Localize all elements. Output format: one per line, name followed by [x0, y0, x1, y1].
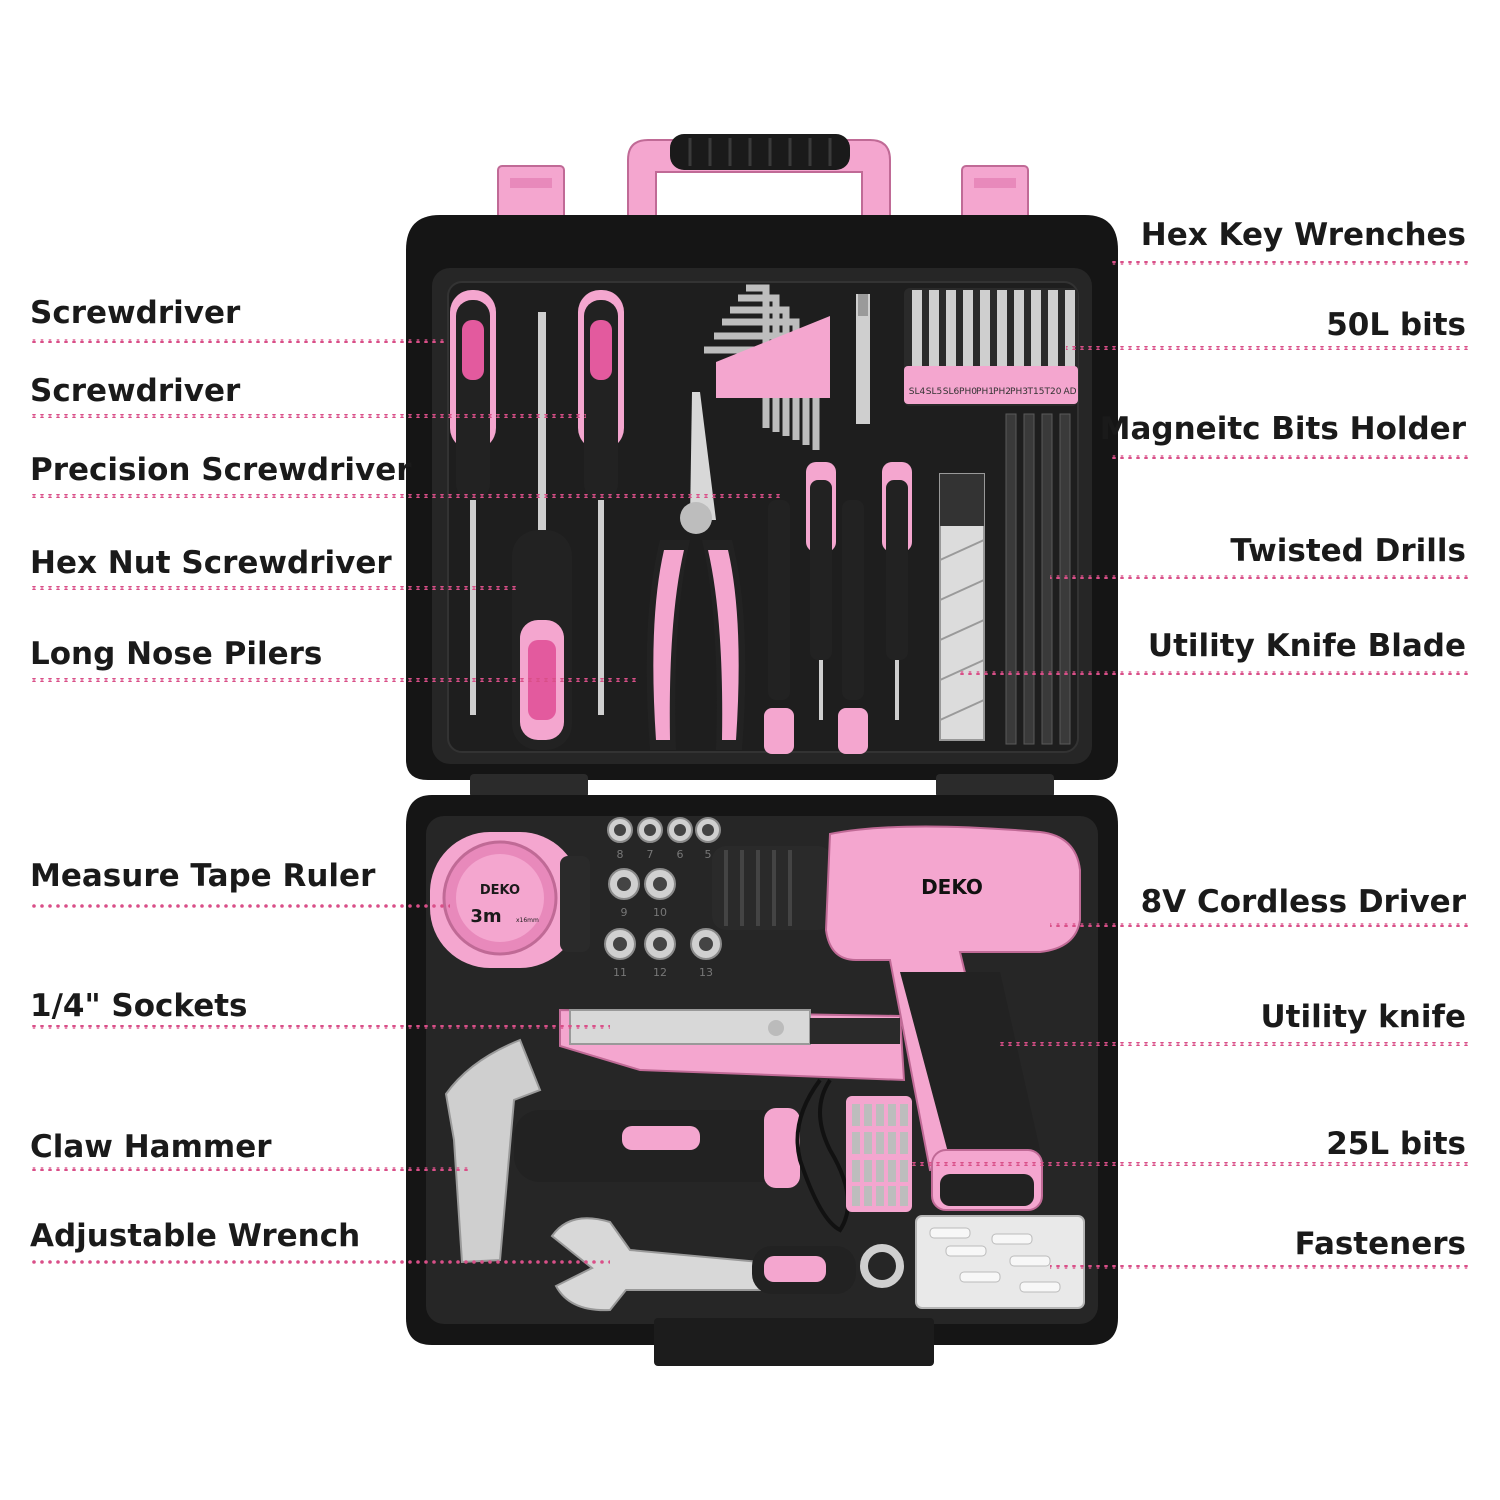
leader-line-right: [1066, 346, 1470, 350]
leader-line-left: [30, 494, 780, 498]
label-cordless-driver: 8V Cordless Driver: [1140, 884, 1466, 920]
socket-size-label: 5: [705, 848, 712, 861]
cordless-driver: [712, 825, 1081, 1211]
socket-size-label: 8: [617, 848, 624, 861]
leader-line-right: [910, 1162, 1470, 1166]
leader-line-left: [30, 339, 448, 343]
label-screwdriver-2: Screwdriver: [30, 373, 241, 409]
bit-code-label: PH2: [993, 387, 1011, 397]
measure-tape-ruler: [430, 832, 590, 968]
label-hex-key-wrenches: Hex Key Wrenches: [1140, 217, 1466, 253]
socket-hole: [702, 824, 714, 836]
label-hex-nut-screwdriver: Hex Nut Screwdriver: [30, 545, 392, 581]
leader-line-right: [1112, 261, 1470, 265]
leader-line-right: [1050, 575, 1470, 579]
socket-hole: [674, 824, 686, 836]
label-fasteners: Fasteners: [1294, 1226, 1466, 1262]
socket-hole: [613, 937, 627, 951]
label-measure-tape: Measure Tape Ruler: [30, 858, 376, 894]
leader-line-left: [30, 678, 640, 682]
tape-brand-text: DEKO: [480, 883, 520, 898]
socket-size-label: 6: [677, 848, 684, 861]
sockets: 8 7 6 5 9 10 11 12 13: [604, 817, 722, 979]
label-utility-knife: Utility knife: [1260, 999, 1466, 1035]
label-sockets: 1/4" Sockets: [30, 988, 248, 1024]
screwdriver-2: [578, 290, 624, 715]
leader-line-left: [30, 1167, 470, 1171]
leader-line-right: [1112, 455, 1470, 459]
bit-code-label: SL6: [943, 387, 960, 397]
leader-line-left: [30, 414, 586, 418]
label-long-nose-pliers: Long Nose Pilers: [30, 636, 323, 672]
label-claw-hammer: Claw Hammer: [30, 1129, 272, 1165]
label-50l-bits: 50L bits: [1326, 307, 1466, 343]
bit-code-label: AD: [1063, 387, 1076, 397]
socket-size-label: 13: [699, 966, 713, 979]
socket-size-label: 11: [613, 966, 627, 979]
label-precision-screwdriver: Precision Screwdriver: [30, 452, 412, 488]
socket-size-label: 7: [647, 848, 654, 861]
magnetic-bits-holder: [856, 294, 870, 424]
driver-brand-text: DEKO: [921, 875, 983, 899]
bit-code-label: PH0: [959, 387, 977, 397]
leader-line-left: [30, 1260, 610, 1264]
bit-code-label: SL4: [909, 387, 926, 397]
long-nose-pliers: [646, 392, 746, 750]
case-handle: [627, 134, 891, 241]
bit-code-label: T20: [1044, 387, 1062, 397]
claw-hammer: [444, 1038, 800, 1264]
label-25l-bits: 25L bits: [1326, 1126, 1466, 1162]
bit-code-label: PH1: [976, 387, 994, 397]
leader-line-left: [30, 1025, 610, 1029]
leader-line-right: [1050, 923, 1470, 927]
label-magnetic-bits-holder: Magneitc Bits Holder: [1099, 411, 1466, 447]
tape-size-detail: x16mm: [516, 917, 539, 924]
screwdriver-1: [450, 290, 496, 715]
utility-knife-blades: [939, 473, 985, 741]
leader-line-right: [1000, 1042, 1470, 1046]
leader-line-right: [1050, 1265, 1470, 1269]
socket-hole: [699, 937, 713, 951]
usb-cable: [795, 1078, 850, 1233]
socket-hole: [653, 877, 667, 891]
bit-code-label: T15: [1027, 387, 1045, 397]
socket-size-label: 12: [653, 966, 667, 979]
label-adjustable-wrench: Adjustable Wrench: [30, 1218, 361, 1254]
label-twisted-drills: Twisted Drills: [1230, 533, 1466, 569]
hinges: [470, 774, 1054, 798]
tape-size-text: 3m: [470, 906, 501, 927]
precision-screwdrivers: [764, 462, 912, 754]
socket-hole: [644, 824, 656, 836]
socket-size-label: 10: [653, 906, 667, 919]
bits-25l: [846, 1096, 912, 1212]
label-screwdriver-1: Screwdriver: [30, 295, 241, 331]
leader-line-left: [30, 904, 450, 908]
leader-line-right: [960, 671, 1470, 675]
leader-lines: [30, 261, 1470, 1269]
adjustable-wrench: [550, 1217, 904, 1312]
socket-hole: [653, 937, 667, 951]
socket-hole: [617, 877, 631, 891]
bit-code-label: PH3: [1010, 387, 1028, 397]
label-utility-knife-blade: Utility Knife Blade: [1147, 628, 1466, 664]
hex-key-holder: [716, 316, 830, 398]
leader-line-left: [30, 586, 520, 590]
socket-size-label: 9: [621, 906, 628, 919]
bit-code-label: SL5: [926, 387, 942, 397]
socket-hole: [614, 824, 626, 836]
fasteners-box: [915, 1215, 1085, 1309]
